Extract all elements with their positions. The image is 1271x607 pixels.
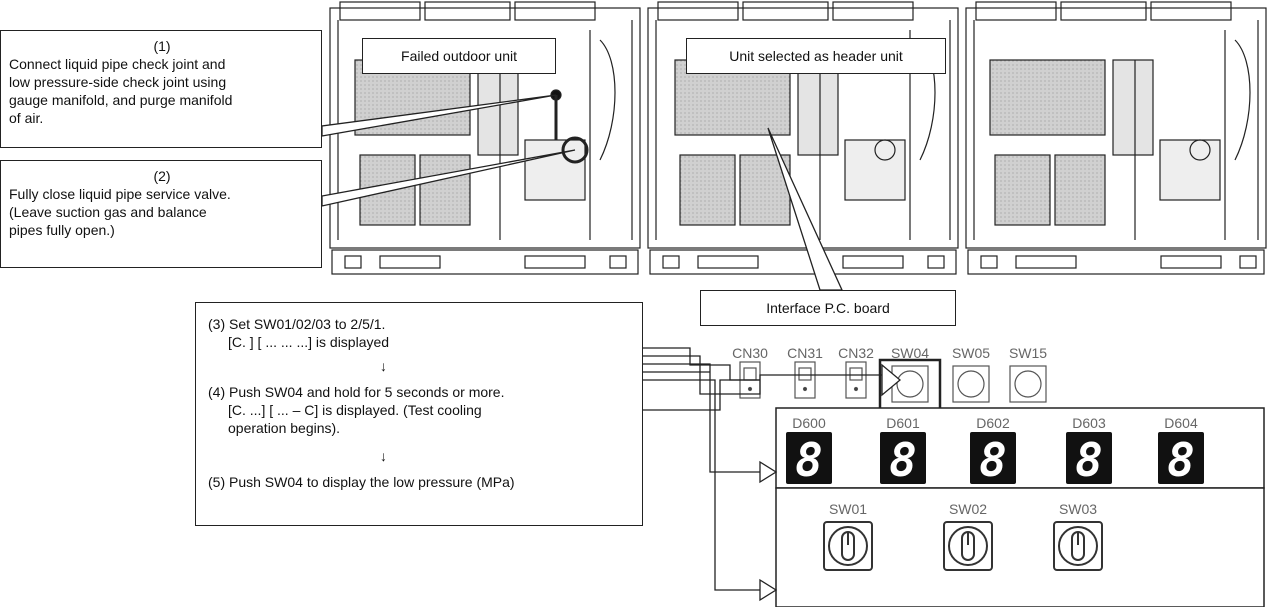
callout-step-1-number: (1)	[9, 37, 315, 55]
switch-label-sw05: SW05	[952, 345, 990, 361]
header-unit-label: Unit selected as header unit	[686, 38, 946, 74]
display-label-d602: D602	[976, 415, 1010, 431]
callout-step-2: (2) Fully close liquid pipe service valv…	[0, 160, 322, 268]
switch-label-sw15: SW15	[1009, 345, 1047, 361]
interface-board-label: Interface P.C. board	[700, 290, 956, 326]
procedure-step-5: (5) Push SW04 to display the low pressur…	[208, 473, 632, 491]
procedure-arrow-2: ↓	[208, 447, 632, 465]
svg-text:8: 8	[1075, 433, 1103, 487]
rotary-label-sw02: SW02	[949, 501, 987, 517]
connector-label-2: CN31	[787, 345, 823, 361]
procedure-step-4-display: [C. ...] [ ... – C] is displayed. (Test …	[208, 401, 632, 419]
svg-text:8: 8	[889, 433, 917, 487]
switch-label-sw04: SW04	[891, 345, 929, 361]
callout-step-2-line-1: Fully close liquid pipe service valve.	[9, 185, 315, 203]
callout-step-2-line-3: pipes fully open.)	[9, 221, 315, 239]
callout-step-2-number: (2)	[9, 167, 315, 185]
callout-step-1-line-4: of air.	[9, 109, 315, 127]
svg-text:8: 8	[979, 433, 1007, 487]
connector-label-3: CN32	[838, 345, 874, 361]
callout-step-1-line-2: low pressure-side check joint using	[9, 73, 315, 91]
rotary-label-sw01: SW01	[829, 501, 867, 517]
callout-step-1-line-3: gauge manifold, and purge manifold	[9, 91, 315, 109]
callout-step-1: (1) Connect liquid pipe check joint and …	[0, 30, 322, 148]
rotary-switches	[824, 522, 1102, 570]
procedure-box: (3) Set SW01/02/03 to 2/5/1. [C. ] [ ...…	[195, 302, 643, 526]
failed-unit-label: Failed outdoor unit	[362, 38, 556, 74]
display-label-d603: D603	[1072, 415, 1106, 431]
push-switches	[892, 366, 1046, 402]
display-label-d604: D604	[1164, 415, 1198, 431]
svg-text:8: 8	[795, 433, 823, 487]
procedure-step-3-display: [C. ] [ ... ... ...] is displayed	[208, 333, 632, 351]
display-label-d600: D600	[792, 415, 826, 431]
rotary-label-sw03: SW03	[1059, 501, 1097, 517]
third-outdoor-unit-drawing	[966, 2, 1266, 274]
procedure-step-3: (3) Set SW01/02/03 to 2/5/1.	[208, 315, 632, 333]
callout-step-2-line-2: (Leave suction gas and balance	[9, 203, 315, 221]
procedure-step-4: (4) Push SW04 and hold for 5 seconds or …	[208, 383, 632, 401]
connector-label-1: CN30	[732, 345, 768, 361]
procedure-step-4-note: operation begins).	[208, 419, 632, 437]
callout-step-1-line-1: Connect liquid pipe check joint and	[9, 55, 315, 73]
svg-text:8: 8	[1167, 433, 1195, 487]
display-label-d601: D601	[886, 415, 920, 431]
procedure-arrow-1: ↓	[208, 357, 632, 375]
